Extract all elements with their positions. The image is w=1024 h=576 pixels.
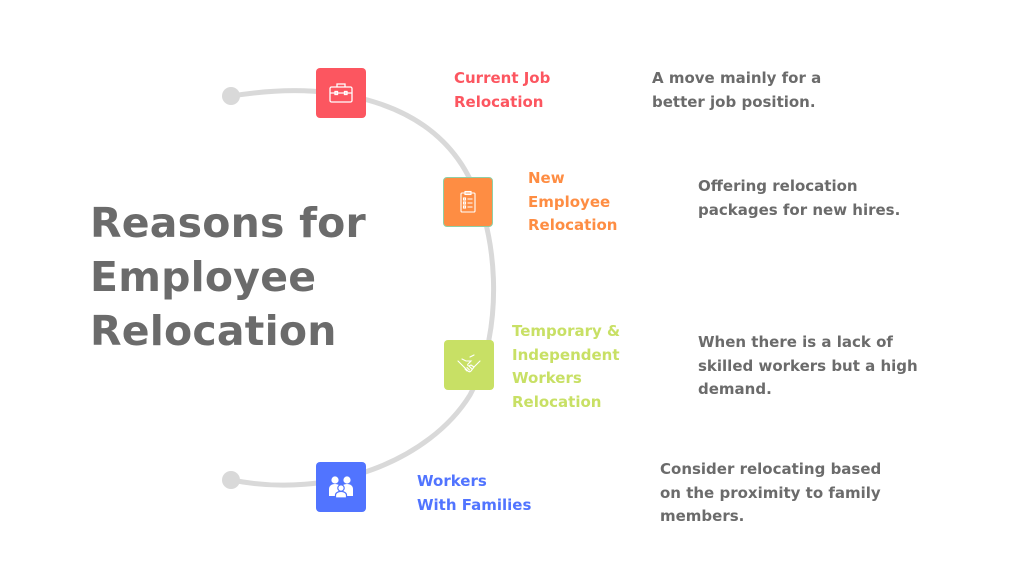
new-employee-icon-box: [443, 177, 493, 227]
clipboard-checklist-icon: [460, 190, 476, 213]
description-line: better job position.: [652, 92, 816, 111]
temporary-workers-description: When there is a lack of skilled workers …: [698, 331, 918, 402]
label-line: Current Job: [454, 69, 551, 87]
description-line: When there is a lack of: [698, 333, 893, 351]
new-employee-label: New Employee Relocation: [528, 167, 617, 238]
current-job-label: Current Job Relocation: [454, 67, 550, 114]
description-line: packages for new hires.: [698, 200, 901, 219]
title-line-3: Relocation: [90, 307, 337, 355]
label-line: Employee: [528, 192, 611, 211]
label-line: With Families: [417, 495, 532, 514]
description-line: members.: [660, 507, 745, 525]
label-line: Independent: [512, 345, 620, 364]
briefcase-icon: [329, 83, 353, 103]
temporary-workers-label: Temporary & Independent Workers Relocati…: [512, 320, 620, 414]
label-line: New: [528, 169, 565, 187]
page-title: Reasons for Employee Relocation: [90, 196, 366, 358]
description-line: on the proximity to family: [660, 483, 881, 502]
description-line: demand.: [698, 380, 772, 398]
description-line: A move mainly for a: [652, 69, 822, 87]
families-icon-box: [316, 462, 366, 512]
label-line: Workers: [512, 369, 582, 387]
title-line-2: Employee: [90, 253, 317, 301]
description-line: Offering relocation: [698, 177, 858, 195]
family-icon: [329, 476, 353, 499]
label-line: Relocation: [528, 216, 618, 234]
current-job-description: A move mainly for a better job position.: [652, 67, 821, 114]
title-line-1: Reasons for: [90, 199, 366, 247]
description-line: Consider relocating based: [660, 460, 882, 478]
label-line: Relocation: [454, 92, 544, 111]
description-line: skilled workers but a high: [698, 356, 918, 375]
families-description: Consider relocating based on the proximi…: [660, 458, 881, 529]
arc-end-dot: [222, 471, 240, 489]
families-label: Workers With Families: [417, 470, 531, 517]
label-line: Relocation: [512, 392, 602, 411]
temporary-workers-icon-box: [444, 340, 494, 390]
current-job-icon-box: [316, 68, 366, 118]
handshake-icon: [457, 354, 481, 373]
new-employee-description: Offering relocation packages for new hir…: [698, 175, 900, 222]
label-line: Temporary &: [512, 322, 621, 340]
arc-start-dot: [222, 87, 240, 105]
label-line: Workers: [417, 472, 487, 490]
